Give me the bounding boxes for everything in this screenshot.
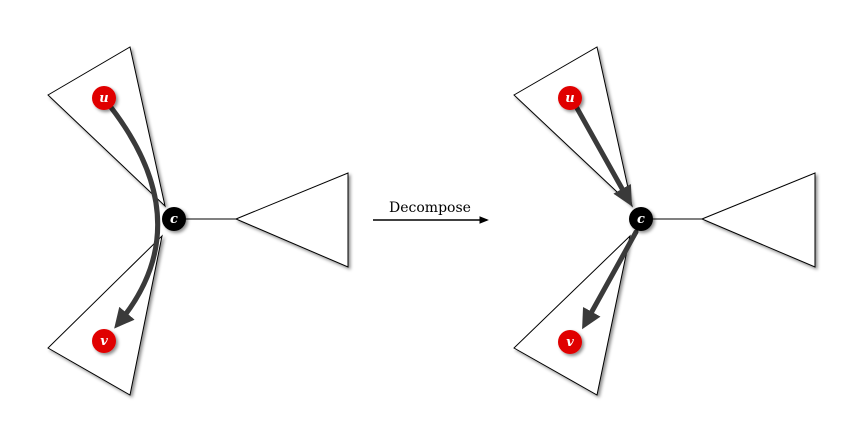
node-u-decomposed: u — [558, 86, 582, 110]
subtree-triangle-bottom-decomposed — [513, 234, 631, 396]
path-u-to-c — [570, 98, 632, 207]
subtree-triangle-right-decomposed — [700, 172, 816, 268]
subtree-triangle-bottom — [47, 234, 163, 396]
subtree-triangle-right — [234, 172, 349, 268]
node-u: u — [92, 86, 116, 110]
node-u-decomposed-label: u — [565, 91, 574, 106]
subtree-triangle-top — [47, 46, 166, 208]
path-u-to-v — [103, 98, 161, 329]
left-tree: u v c — [47, 46, 349, 396]
node-u-label: u — [99, 91, 108, 106]
right-tree: u v c — [513, 46, 816, 396]
path-c-to-v — [582, 229, 639, 330]
node-c-decomposed-label: c — [637, 212, 645, 227]
decompose-transition: Decompose — [373, 200, 489, 224]
node-c-label: c — [170, 212, 178, 227]
node-v-decomposed-label: v — [566, 335, 574, 350]
node-c: c — [162, 207, 186, 231]
decompose-label: Decompose — [389, 200, 471, 216]
node-v-label: v — [100, 334, 108, 349]
node-v: v — [92, 329, 116, 353]
node-v-decomposed: v — [558, 330, 582, 354]
node-c-decomposed: c — [629, 207, 653, 231]
subtree-triangle-top-decomposed — [513, 46, 633, 208]
